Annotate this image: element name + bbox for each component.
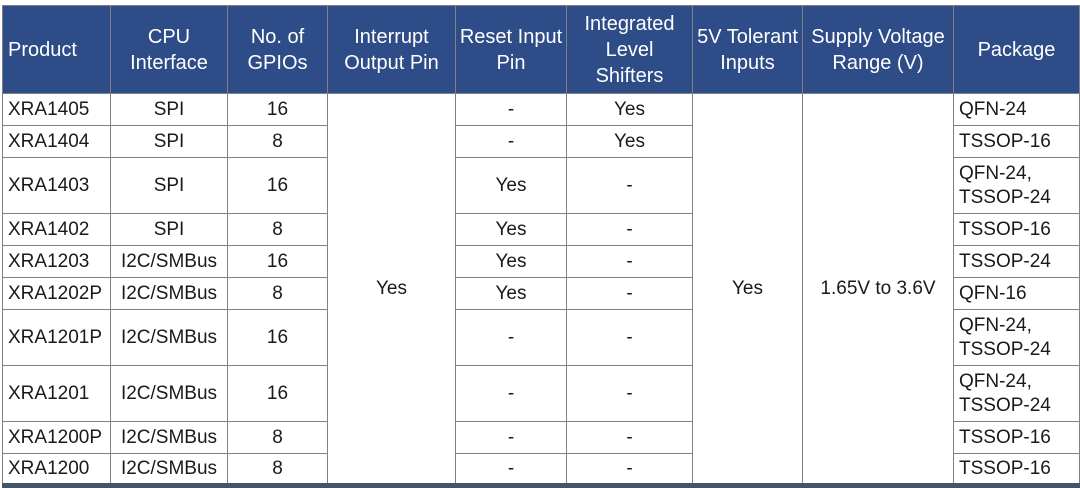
cell-reset-input-pin: Yes — [455, 245, 567, 278]
table-row-xra1405: XRA1405 SPI 16 Yes - Yes Yes 1.65V to 3.… — [2, 93, 1080, 486]
cell-product: XRA1203 — [2, 245, 111, 278]
table-row-xra1402: XRA1402 SPI 8 Yes - TSSOP-16 — [2, 213, 1080, 246]
cell-product: XRA1201P — [2, 309, 111, 366]
cell-level-shifters: - — [566, 309, 693, 366]
cell-gpios: 16 — [227, 309, 328, 366]
col-header-tolerant-inputs: 5V Tolerant Inputs — [692, 5, 803, 94]
cell-reset-input-pin: Yes — [455, 213, 567, 246]
cell-reset-input-pin: - — [455, 421, 567, 454]
cell-cpu-interface: I2C/SMBus — [110, 277, 228, 310]
cell-gpios: 16 — [227, 365, 328, 422]
table-row-xra1404: XRA1404 SPI 8 - Yes TSSOP-16 — [2, 125, 1080, 158]
cell-level-shifters: - — [566, 157, 693, 214]
cell-gpios: 8 — [227, 421, 328, 454]
table-row-xra1202p: XRA1202P I2C/SMBus 8 Yes - QFN-16 — [2, 277, 1080, 310]
table-row-xra1200p: XRA1200P I2C/SMBus 8 - - TSSOP-16 — [2, 421, 1080, 454]
cell-gpios: 16 — [227, 245, 328, 278]
cell-cpu-interface: I2C/SMBus — [110, 309, 228, 366]
cell-level-shifters: - — [566, 213, 693, 246]
cell-gpios: 16 — [227, 157, 328, 214]
cell-product: XRA1201 — [2, 365, 111, 422]
cell-reset-input-pin: Yes — [455, 277, 567, 310]
cell-gpios: 16 — [227, 93, 328, 126]
col-header-reset-input-pin: Reset Input Pin — [455, 5, 567, 94]
cell-package: QFN-16 — [953, 277, 1080, 310]
cell-cpu-interface: I2C/SMBus — [110, 453, 228, 486]
cell-level-shifters: Yes — [566, 125, 693, 158]
cell-cpu-interface: SPI — [110, 125, 228, 158]
cell-package: TSSOP-16 — [953, 125, 1080, 158]
cell-package: QFN-24, TSSOP-24 — [953, 365, 1080, 422]
cell-supply-voltage-merged: 1.65V to 3.6V — [802, 93, 954, 486]
table-row-xra1200: XRA1200 I2C/SMBus 8 - - TSSOP-16 — [2, 453, 1080, 486]
header-row: Product CPU Interface No. of GPIOs Inter… — [2, 5, 1080, 94]
cell-tolerant-inputs-merged: Yes — [692, 93, 803, 486]
cell-gpios: 8 — [227, 277, 328, 310]
cell-product: XRA1202P — [2, 277, 111, 310]
col-header-interrupt-output-pin: Interrupt Output Pin — [327, 5, 456, 94]
cell-cpu-interface: I2C/SMBus — [110, 245, 228, 278]
cell-package: QFN-24 — [953, 93, 1080, 126]
cell-cpu-interface: SPI — [110, 93, 228, 126]
col-header-gpios: No. of GPIOs — [227, 5, 328, 94]
cell-level-shifters: - — [566, 453, 693, 486]
cell-level-shifters: - — [566, 277, 693, 310]
table-header: Product CPU Interface No. of GPIOs Inter… — [2, 5, 1080, 94]
cell-level-shifters: - — [566, 365, 693, 422]
cell-package: TSSOP-16 — [953, 421, 1080, 454]
cell-product: XRA1200 — [2, 453, 111, 486]
cell-reset-input-pin: - — [455, 309, 567, 366]
cell-cpu-interface: I2C/SMBus — [110, 365, 228, 422]
cell-cpu-interface: I2C/SMBus — [110, 421, 228, 454]
cell-product: XRA1404 — [2, 125, 111, 158]
cell-reset-input-pin: - — [455, 365, 567, 422]
table-row-xra1403: XRA1403 SPI 16 Yes - QFN-24, TSSOP-24 — [2, 157, 1080, 214]
cell-package: TSSOP-16 — [953, 213, 1080, 246]
cell-package: TSSOP-16 — [953, 453, 1080, 486]
cell-cpu-interface: SPI — [110, 213, 228, 246]
col-header-product: Product — [2, 5, 111, 94]
cell-reset-input-pin: - — [455, 453, 567, 486]
table-row-xra1203: XRA1203 I2C/SMBus 16 Yes - TSSOP-24 — [2, 245, 1080, 278]
col-header-supply-voltage: Supply Voltage Range (V) — [802, 5, 954, 94]
cell-product: XRA1200P — [2, 421, 111, 454]
col-header-package: Package — [953, 5, 1080, 94]
cell-cpu-interface: SPI — [110, 157, 228, 214]
cell-package: TSSOP-24 — [953, 245, 1080, 278]
cell-product: XRA1405 — [2, 93, 111, 126]
table-row-xra1201p: XRA1201P I2C/SMBus 16 - - QFN-24, TSSOP-… — [2, 309, 1080, 366]
col-header-level-shifters: Integrated Level Shifters — [566, 5, 693, 94]
cell-product: XRA1403 — [2, 157, 111, 214]
cell-gpios: 8 — [227, 125, 328, 158]
cell-reset-input-pin: Yes — [455, 157, 567, 214]
cell-level-shifters: - — [566, 245, 693, 278]
cell-interrupt-output-pin-merged: Yes — [327, 93, 456, 486]
cell-product: XRA1402 — [2, 213, 111, 246]
cell-reset-input-pin: - — [455, 93, 567, 126]
cell-package: QFN-24, TSSOP-24 — [953, 157, 1080, 214]
table-body: XRA1405 SPI 16 Yes - Yes Yes 1.65V to 3.… — [2, 93, 1080, 486]
cell-level-shifters: Yes — [566, 93, 693, 126]
cell-level-shifters: - — [566, 421, 693, 454]
col-header-cpu-interface: CPU Interface — [110, 5, 228, 94]
cell-gpios: 8 — [227, 213, 328, 246]
cell-reset-input-pin: - — [455, 125, 567, 158]
cell-gpios: 8 — [227, 453, 328, 486]
gpio-expander-spec-table: Product CPU Interface No. of GPIOs Inter… — [2, 5, 1080, 488]
cell-package: QFN-24, TSSOP-24 — [953, 309, 1080, 366]
